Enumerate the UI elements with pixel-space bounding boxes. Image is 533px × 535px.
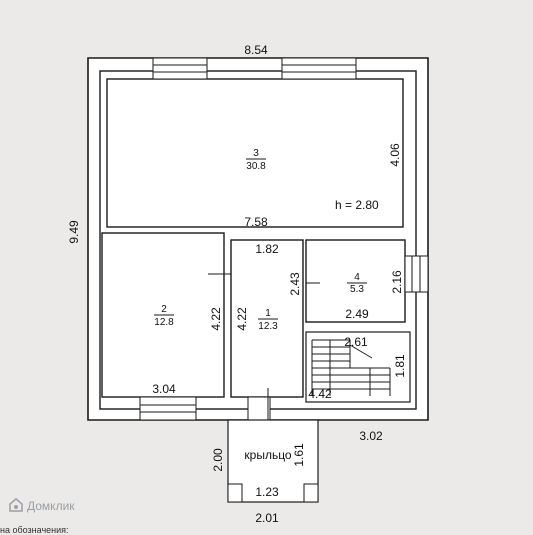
dim-porch-side: 1.61 — [292, 443, 306, 467]
window-right — [404, 255, 429, 293]
dim-porch-width: 1.23 — [255, 485, 279, 499]
dim-room2-width: 3.04 — [152, 382, 176, 396]
svg-text:30.8: 30.8 — [246, 161, 266, 172]
dim-room1-width: 1.82 — [255, 242, 279, 256]
room-3 — [106, 78, 404, 228]
dim-left-height: 9.49 — [67, 220, 81, 244]
room-label-4: 4 5.3 — [347, 272, 367, 295]
domclick-logo-icon — [9, 498, 23, 512]
svg-text:1: 1 — [265, 308, 271, 319]
dim-room3-height: 4.06 — [388, 143, 402, 167]
svg-text:3: 3 — [253, 148, 259, 159]
dim-stair-height: 1.81 — [393, 354, 407, 378]
room-label-2: 2 12.8 — [154, 304, 174, 328]
porch — [227, 419, 319, 503]
window-top-right — [281, 57, 357, 80]
dim-room4-height-left: 2.43 — [288, 272, 302, 296]
window-top-left — [152, 57, 208, 80]
porch-label: крыльцо — [244, 448, 292, 462]
dim-ceiling: h = 2.80 — [335, 198, 379, 212]
svg-text:12.3: 12.3 — [258, 321, 278, 332]
staircase — [305, 331, 411, 403]
window-bottom-left — [139, 396, 197, 421]
svg-text:5.3: 5.3 — [350, 284, 364, 295]
svg-text:4: 4 — [354, 272, 360, 283]
watermark: Домклик — [8, 497, 75, 513]
dim-right-bottom: 3.02 — [359, 429, 383, 443]
stair-arrow-diag — [349, 344, 373, 359]
dim-room1-height: 4.22 — [235, 307, 249, 331]
bottom-caption: на обозначения: — [0, 525, 69, 535]
room-4 — [305, 239, 406, 323]
dim-stair-bottom: 4.42 — [308, 387, 332, 401]
dim-room4-height-right: 2.16 — [390, 270, 404, 294]
svg-text:2: 2 — [161, 304, 167, 315]
dim-porch-outer: 2.01 — [255, 511, 279, 525]
svg-text:12.8: 12.8 — [154, 317, 174, 328]
dim-room2-height: 4.22 — [209, 307, 223, 331]
dim-top-width: 8.54 — [244, 43, 268, 57]
dim-porch-height: 2.00 — [211, 448, 225, 472]
room-label-3: 3 30.8 — [246, 148, 266, 172]
dim-room4-width: 2.49 — [345, 307, 369, 321]
dim-inner-width: 7.58 — [244, 215, 268, 229]
dim-stair-width: 2.61 — [344, 335, 368, 349]
room-label-1: 1 12.3 — [258, 308, 278, 332]
